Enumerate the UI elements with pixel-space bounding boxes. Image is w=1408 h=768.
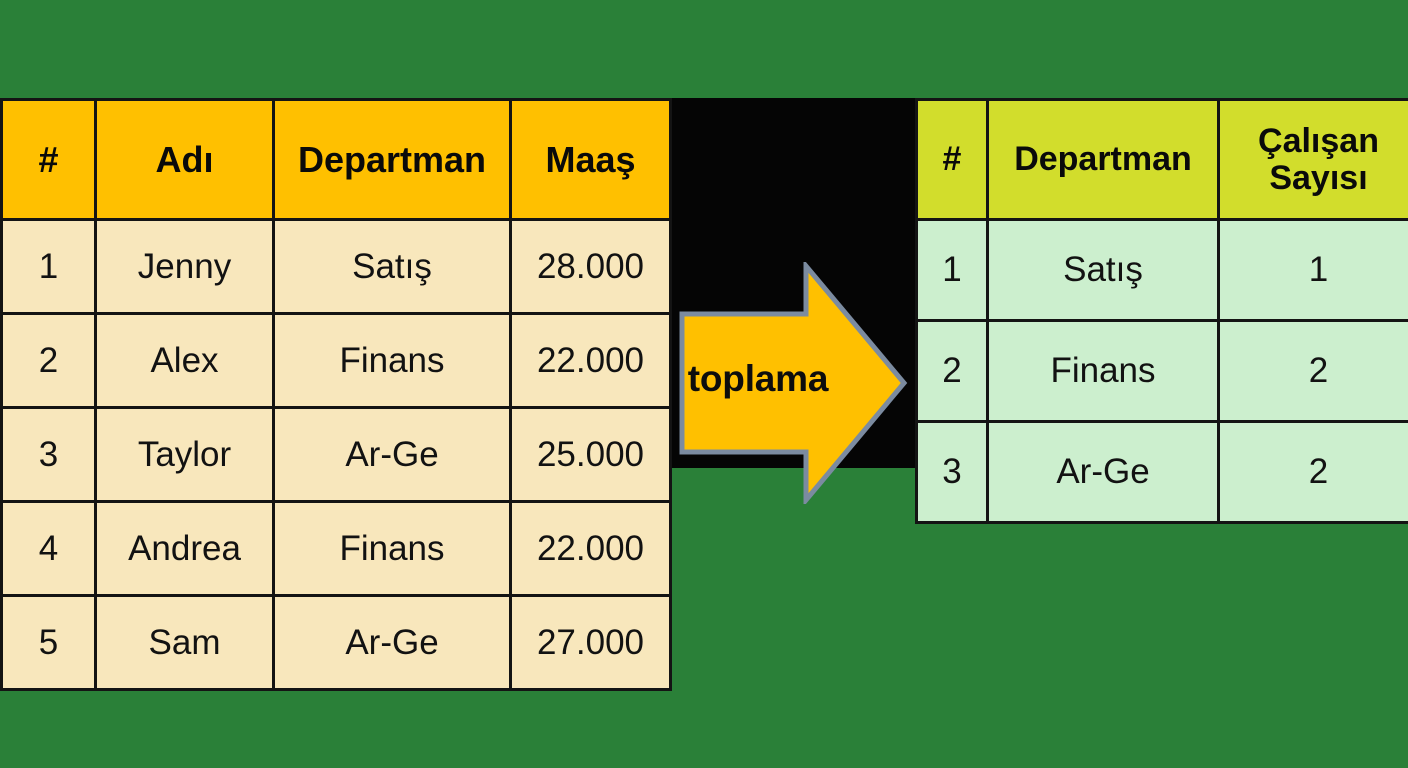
table-header-row: # Adı Departman Maaş xyxy=(0,98,672,221)
cell-employee-count: 1 xyxy=(1217,218,1408,322)
table-row: 3 Taylor Ar-Ge 25.000 xyxy=(0,406,672,503)
cell-employee-count: 2 xyxy=(1217,319,1408,423)
cell-department: Satış xyxy=(986,218,1220,322)
cell-index: 2 xyxy=(0,312,97,409)
cell-name: Andrea xyxy=(94,500,275,597)
column-header-employee-count: Çalışan Sayısı xyxy=(1217,98,1408,221)
cell-department: Finans xyxy=(986,319,1220,423)
column-header-index: # xyxy=(915,98,989,221)
table-row: 3 Ar-Ge 2 xyxy=(915,420,1408,524)
cell-salary: 22.000 xyxy=(509,312,672,409)
column-header-department: Departman xyxy=(986,98,1220,221)
employees-table: # Adı Departman Maaş 1 Jenny Satış 28.00… xyxy=(0,98,672,691)
table-row: 2 Finans 2 xyxy=(915,319,1408,423)
cell-salary: 25.000 xyxy=(509,406,672,503)
cell-name: Sam xyxy=(94,594,275,691)
cell-department: Ar-Ge xyxy=(272,406,512,503)
table-row: 5 Sam Ar-Ge 27.000 xyxy=(0,594,672,691)
cell-salary: 27.000 xyxy=(509,594,672,691)
column-header-name: Adı xyxy=(94,98,275,221)
cell-employee-count: 2 xyxy=(1217,420,1408,524)
column-header-index: # xyxy=(0,98,97,221)
cell-name: Alex xyxy=(94,312,275,409)
table-header-row: # Departman Çalışan Sayısı xyxy=(915,98,1408,221)
right-arrow-icon xyxy=(679,262,908,504)
cell-salary: 22.000 xyxy=(509,500,672,597)
cell-department: Finans xyxy=(272,500,512,597)
column-header-department: Departman xyxy=(272,98,512,221)
cell-salary: 28.000 xyxy=(509,218,672,315)
cell-index: 1 xyxy=(0,218,97,315)
cell-index: 1 xyxy=(915,218,989,322)
table-row: 1 Satış 1 xyxy=(915,218,1408,322)
cell-department: Ar-Ge xyxy=(986,420,1220,524)
cell-department: Finans xyxy=(272,312,512,409)
column-header-salary: Maaş xyxy=(509,98,672,221)
aggregation-arrow: toplama xyxy=(678,262,908,504)
cell-name: Jenny xyxy=(94,218,275,315)
cell-name: Taylor xyxy=(94,406,275,503)
table-row: 2 Alex Finans 22.000 xyxy=(0,312,672,409)
cell-department: Ar-Ge xyxy=(272,594,512,691)
header-line-1: Çalışan xyxy=(1258,121,1379,160)
table-row: 4 Andrea Finans 22.000 xyxy=(0,500,672,597)
cell-index: 5 xyxy=(0,594,97,691)
header-line-2: Sayısı xyxy=(1269,158,1368,197)
cell-index: 2 xyxy=(915,319,989,423)
cell-index: 4 xyxy=(0,500,97,597)
cell-department: Satış xyxy=(272,218,512,315)
cell-index: 3 xyxy=(915,420,989,524)
cell-index: 3 xyxy=(0,406,97,503)
table-row: 1 Jenny Satış 28.000 xyxy=(0,218,672,315)
department-counts-table: # Departman Çalışan Sayısı 1 Satış 1 2 F… xyxy=(915,98,1408,524)
